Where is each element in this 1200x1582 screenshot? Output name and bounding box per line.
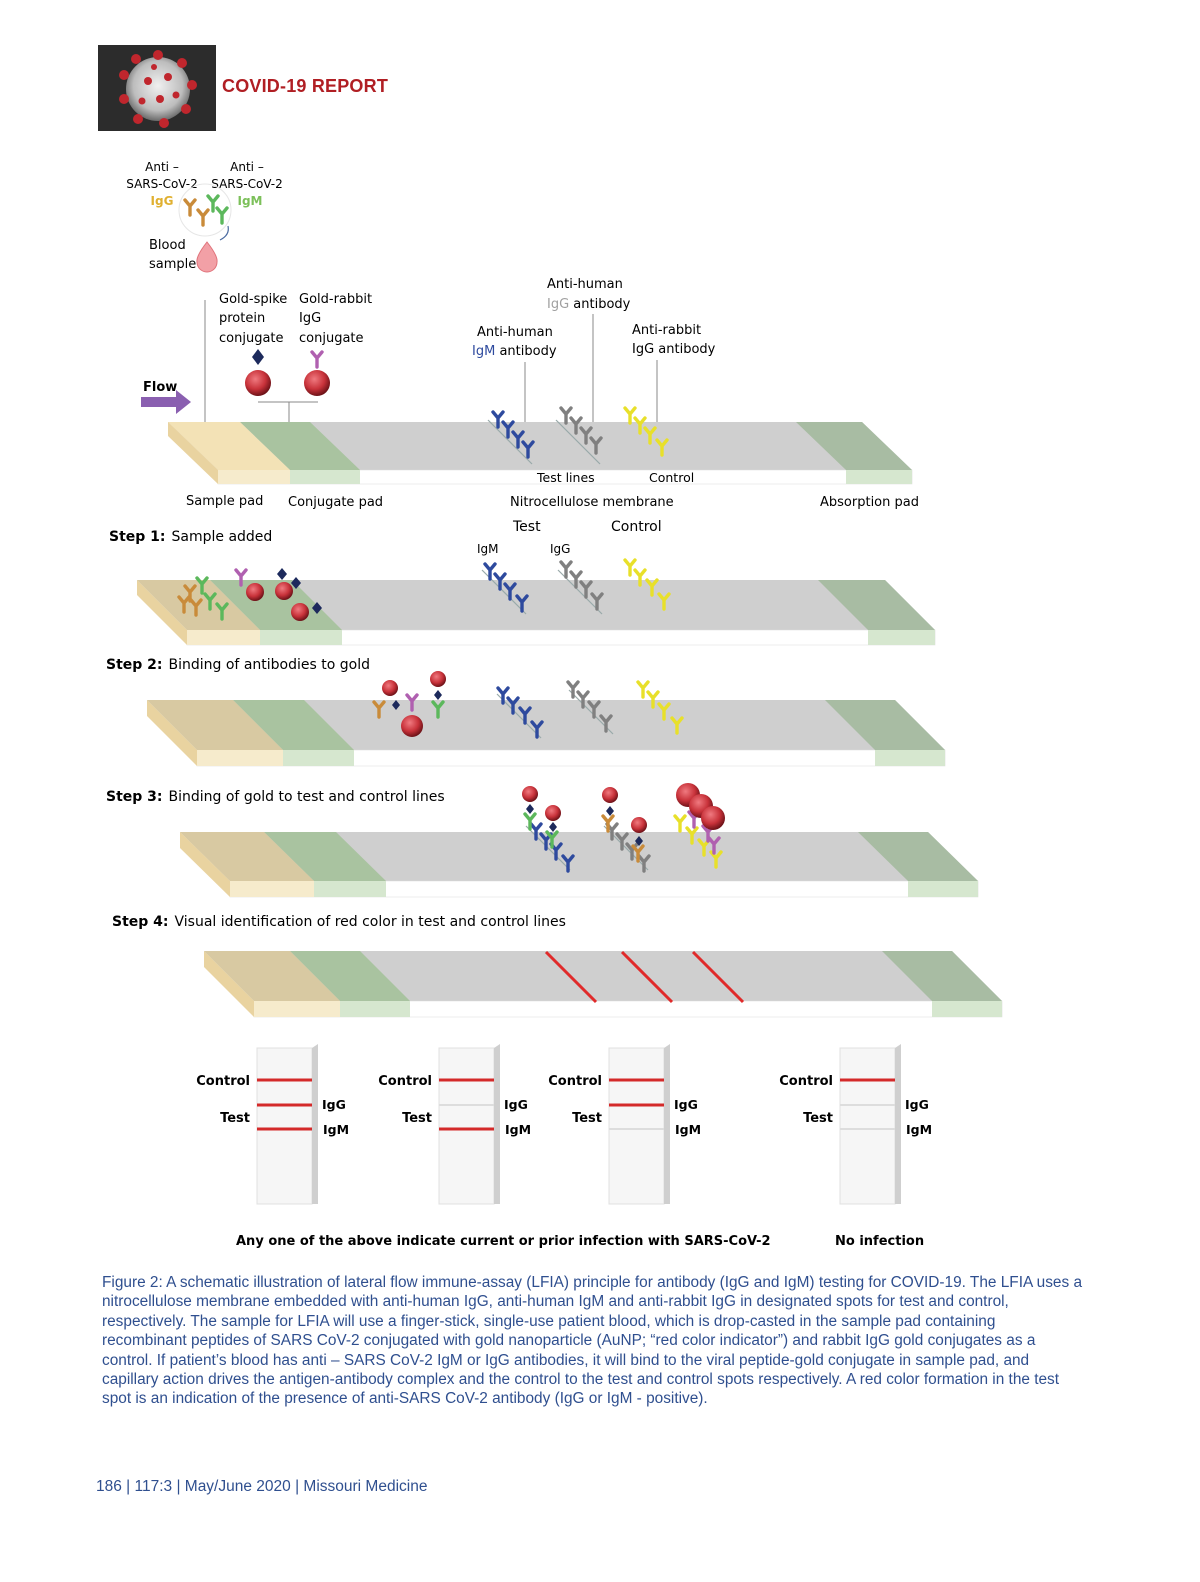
label-anti-human-igg-2: IgG antibody (547, 297, 631, 312)
igm-test-line (487, 410, 535, 465)
lfia-diagram: Anti – SARS-CoV-2 IgG Anti – SARS-CoV-2 … (106, 160, 1003, 1249)
c2-igg: IgG (504, 1097, 528, 1112)
red-test-line-igm (544, 950, 598, 1004)
label-absorption-pad: Absorption pad (820, 495, 919, 510)
label-gold-spike-1: Gold-spike (219, 292, 287, 307)
step1-sample-antibodies (177, 568, 322, 621)
step1-igg: IgG (550, 542, 570, 556)
note-no-infection: No infection (835, 1234, 924, 1249)
lfia-strip-step4 (204, 950, 1003, 1018)
label-anti-igm-2: SARS-CoV-2 (211, 177, 283, 191)
sample-antibodies (178, 183, 232, 237)
label-anti-igm-3: IgM (238, 194, 263, 208)
step2-lines (496, 680, 684, 739)
c2-igm: IgM (505, 1122, 531, 1137)
label-conjugate-pad: Conjugate pad (288, 495, 383, 510)
step3-bound-lines (522, 783, 725, 873)
cassette-4: Control Test IgG IgM (779, 1044, 932, 1205)
lfia-strip-step1 (137, 580, 936, 646)
label-anti-human-igg-1: Anti-human (547, 277, 623, 292)
c1-igg: IgG (322, 1097, 346, 1112)
step2-label: Step 2:Binding of antibodies to gold (106, 657, 370, 673)
gold-nanoparticle-icon (245, 370, 271, 396)
figure-caption: Figure 2: A schematic illustration of la… (102, 1274, 1083, 1408)
label-anti-rabbit-1: Anti-rabbit (632, 323, 701, 338)
flow-arrow-icon (141, 390, 191, 414)
c1-test: Test (220, 1111, 250, 1126)
label-anti-human-igm-1: Anti-human (477, 325, 553, 340)
coronavirus-icon (98, 45, 216, 131)
step2-complexes (372, 671, 446, 737)
c4-test: Test (803, 1111, 833, 1126)
label-gold-rabbit-3: conjugate (299, 331, 364, 346)
cassette-1: Control Test IgG IgM (196, 1044, 349, 1205)
label-sample-pad: Sample pad (186, 494, 263, 509)
step4-label: Step 4:Visual identification of red colo… (112, 914, 566, 930)
step1-control: Control (611, 519, 662, 535)
c3-igg: IgG (674, 1097, 698, 1112)
label-anti-igg-2: SARS-CoV-2 (126, 177, 198, 191)
note-any-one: Any one of the above indicate current or… (236, 1234, 771, 1249)
c4-control: Control (779, 1074, 833, 1089)
step1-lines (481, 558, 671, 615)
label-anti-igm-1: Anti – (230, 160, 264, 174)
rabbit-igg-icon (310, 350, 324, 369)
c2-test: Test (402, 1111, 432, 1126)
label-blood-1: Blood (149, 238, 186, 253)
label-anti-igg-3: IgG (151, 194, 174, 208)
red-test-line-igg (620, 950, 674, 1004)
label-anti-igg-1: Anti – (145, 160, 179, 174)
page-footer: 186 | 117:3 | May/June 2020 | Missouri M… (96, 1478, 428, 1495)
label-flow: Flow (143, 380, 177, 395)
c1-control: Control (196, 1074, 250, 1089)
blood-drop-icon (196, 241, 218, 273)
step1-igm: IgM (477, 542, 499, 556)
step1-test: Test (512, 519, 541, 535)
c3-control: Control (548, 1074, 602, 1089)
c4-igm: IgM (906, 1122, 932, 1137)
coronavirus-virion-image (98, 45, 216, 131)
label-anti-human-igm-2: IgM antibody (472, 344, 557, 359)
label-blood-2: sample (149, 257, 196, 272)
c3-test: Test (572, 1111, 602, 1126)
lfia-strip-step2 (147, 700, 946, 767)
c1-igm: IgM (323, 1122, 349, 1137)
label-control: Control (649, 470, 694, 485)
red-control-line (691, 950, 745, 1004)
spike-protein-icon (252, 349, 264, 365)
cassette-3: Control Test IgG IgM (548, 1044, 701, 1205)
label-gold-spike-3: conjugate (219, 331, 284, 346)
label-anti-rabbit-2: IgG antibody (632, 342, 716, 357)
report-title: COVID-19 REPORT (222, 76, 389, 96)
c2-control: Control (378, 1074, 432, 1089)
cassette-2: Control Test IgG IgM (378, 1044, 531, 1205)
label-test-lines: Test lines (536, 470, 595, 485)
label-gold-rabbit-2: IgG (299, 311, 321, 326)
gold-nanoparticle-icon (304, 370, 330, 396)
label-nitrocellulose: Nitrocellulose membrane (510, 495, 674, 510)
step3-label: Step 3:Binding of gold to test and contr… (106, 789, 445, 805)
c4-igg: IgG (905, 1097, 929, 1112)
lfia-strip-step3 (180, 832, 979, 898)
c3-igm: IgM (675, 1122, 701, 1137)
label-gold-spike-2: protein (219, 311, 265, 326)
igg-test-line (555, 406, 603, 465)
step1-label: Step 1:Sample added (109, 529, 272, 545)
lfia-strip-overview (168, 422, 913, 485)
label-gold-rabbit-1: Gold-rabbit (299, 292, 372, 307)
